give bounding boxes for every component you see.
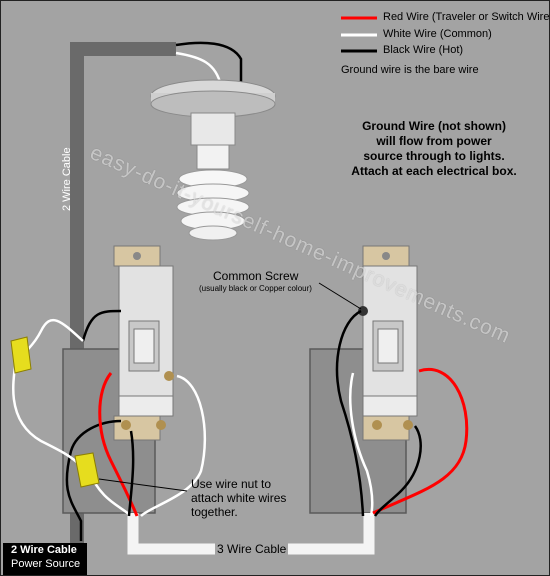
right-three-way-switch — [358, 245, 418, 441]
left-traveler-black — [127, 430, 135, 517]
three-wire-cable-label: 3 Wire Cable — [215, 542, 289, 556]
right-traveler-black — [373, 425, 422, 517]
legend-white-label: White Wire (Common) — [383, 28, 492, 40]
right-black-wire — [335, 309, 365, 517]
ground-info: Ground Wire (not shown) will flow from p… — [334, 119, 534, 179]
power-source-label: Power Source — [11, 558, 81, 570]
legend-black-label: Black Wire (Hot) — [383, 44, 464, 56]
wire-nut-label: Use wire nut to attach white wires toget… — [191, 477, 286, 519]
right-red-wire — [372, 367, 469, 515]
common-screw-callout — [318, 282, 362, 310]
wire-nut-top-icon — [10, 336, 32, 374]
two-wire-cable-vertical-label: 2 Wire Cable — [61, 147, 73, 211]
ground-info-line4: Attach at each electrical box. — [351, 164, 517, 178]
ground-info-line2: will flow from power — [376, 134, 492, 148]
power-source-box: 2 Wire Cable Power Source — [3, 543, 87, 575]
wire-nut-callout — [98, 478, 188, 492]
legend-ground-note: Ground wire is the bare wire — [341, 64, 479, 76]
ground-info-line3: source through to lights. — [363, 149, 505, 163]
light-fixture-icon — [150, 79, 276, 241]
left-three-way-switch — [113, 245, 174, 441]
wire-nut-label-line3: together. — [191, 505, 238, 519]
right-white-wire — [349, 372, 374, 517]
common-screw-label: Common Screw — [213, 269, 299, 283]
wire-nut-bottom-icon — [74, 452, 100, 488]
left-red-wire-2-white — [140, 374, 207, 517]
wire-nut-label-line1: Use wire nut to — [191, 477, 272, 491]
ground-info-line1: Ground Wire (not shown) — [362, 119, 506, 133]
left-white-wire-a — [11, 345, 82, 467]
power-source-cable-label: 2 Wire Cable — [11, 544, 77, 556]
wire-nut-label-line2: attach white wires — [191, 491, 287, 505]
legend-red-label: Red Wire (Traveler or Switch Wire) — [383, 11, 550, 23]
light-black-wire — [175, 41, 243, 86]
left-black-wire — [81, 309, 122, 342]
common-screw-note: (usually black or Copper colour) — [199, 284, 312, 293]
